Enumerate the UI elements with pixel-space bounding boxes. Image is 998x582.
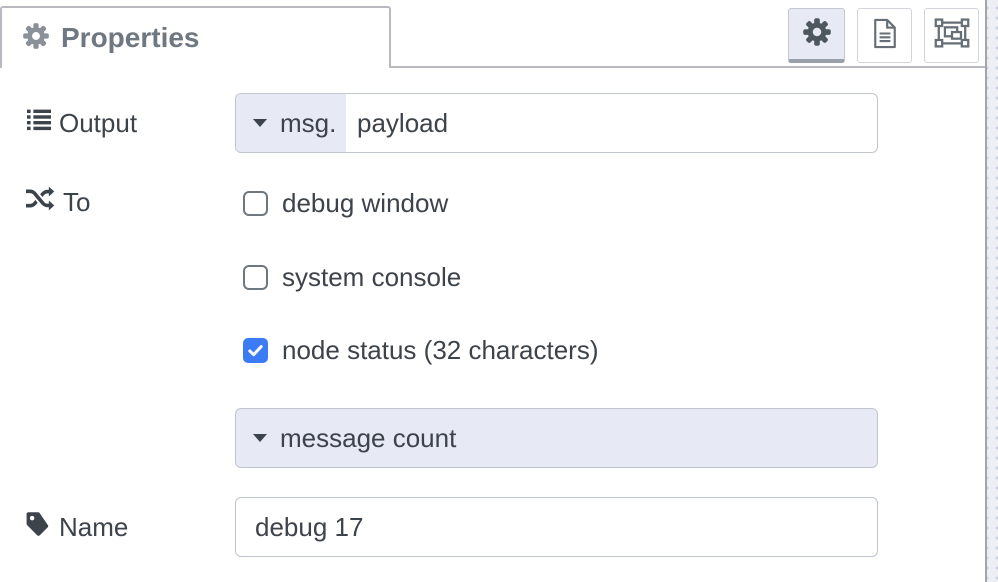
output-field-label: Output — [27, 107, 137, 139]
tag-icon — [24, 510, 51, 544]
properties-tab-button[interactable] — [788, 8, 845, 63]
editor-toolbar — [788, 8, 979, 63]
checkbox-row-system-console[interactable]: system console — [243, 261, 462, 292]
output-type-select[interactable]: msg. — [236, 94, 346, 152]
debug-window-checkbox[interactable] — [243, 190, 268, 216]
appearance-icon — [933, 16, 971, 55]
tab-bottom-border — [391, 66, 986, 68]
name-input[interactable] — [235, 497, 878, 557]
debug-window-label: debug window — [282, 187, 449, 218]
status-type-value: message count — [280, 422, 457, 453]
output-type-label: msg. — [280, 107, 337, 138]
checkbox-row-debug-window[interactable]: debug window — [243, 187, 449, 218]
node-status-checkbox[interactable] — [243, 337, 268, 363]
tab-properties[interactable]: Properties — [0, 6, 391, 68]
shuffle-icon — [24, 185, 55, 219]
description-tab-button[interactable] — [857, 8, 912, 63]
gear-icon — [802, 17, 832, 52]
document-icon — [872, 18, 898, 54]
output-property-input[interactable] — [346, 94, 877, 152]
chevron-down-icon — [253, 434, 267, 442]
name-field-label: Name — [24, 511, 128, 543]
workspace-grid-strip — [987, 0, 998, 582]
checkbox-row-node-status[interactable]: node status (32 characters) — [243, 334, 599, 365]
to-field-label: To — [24, 186, 90, 218]
list-icon — [27, 108, 51, 139]
node-status-label: node status (32 characters) — [282, 334, 599, 365]
tab-properties-label: Properties — [61, 22, 200, 53]
status-type-select[interactable]: message count — [235, 408, 878, 468]
gear-icon — [22, 22, 50, 55]
appearance-tab-button[interactable] — [924, 8, 979, 63]
chevron-down-icon — [253, 119, 267, 127]
panel-edge-divider[interactable] — [985, 0, 987, 582]
system-console-checkbox[interactable] — [243, 264, 268, 290]
output-typed-input: msg. — [235, 93, 878, 153]
system-console-label: system console — [282, 261, 462, 292]
